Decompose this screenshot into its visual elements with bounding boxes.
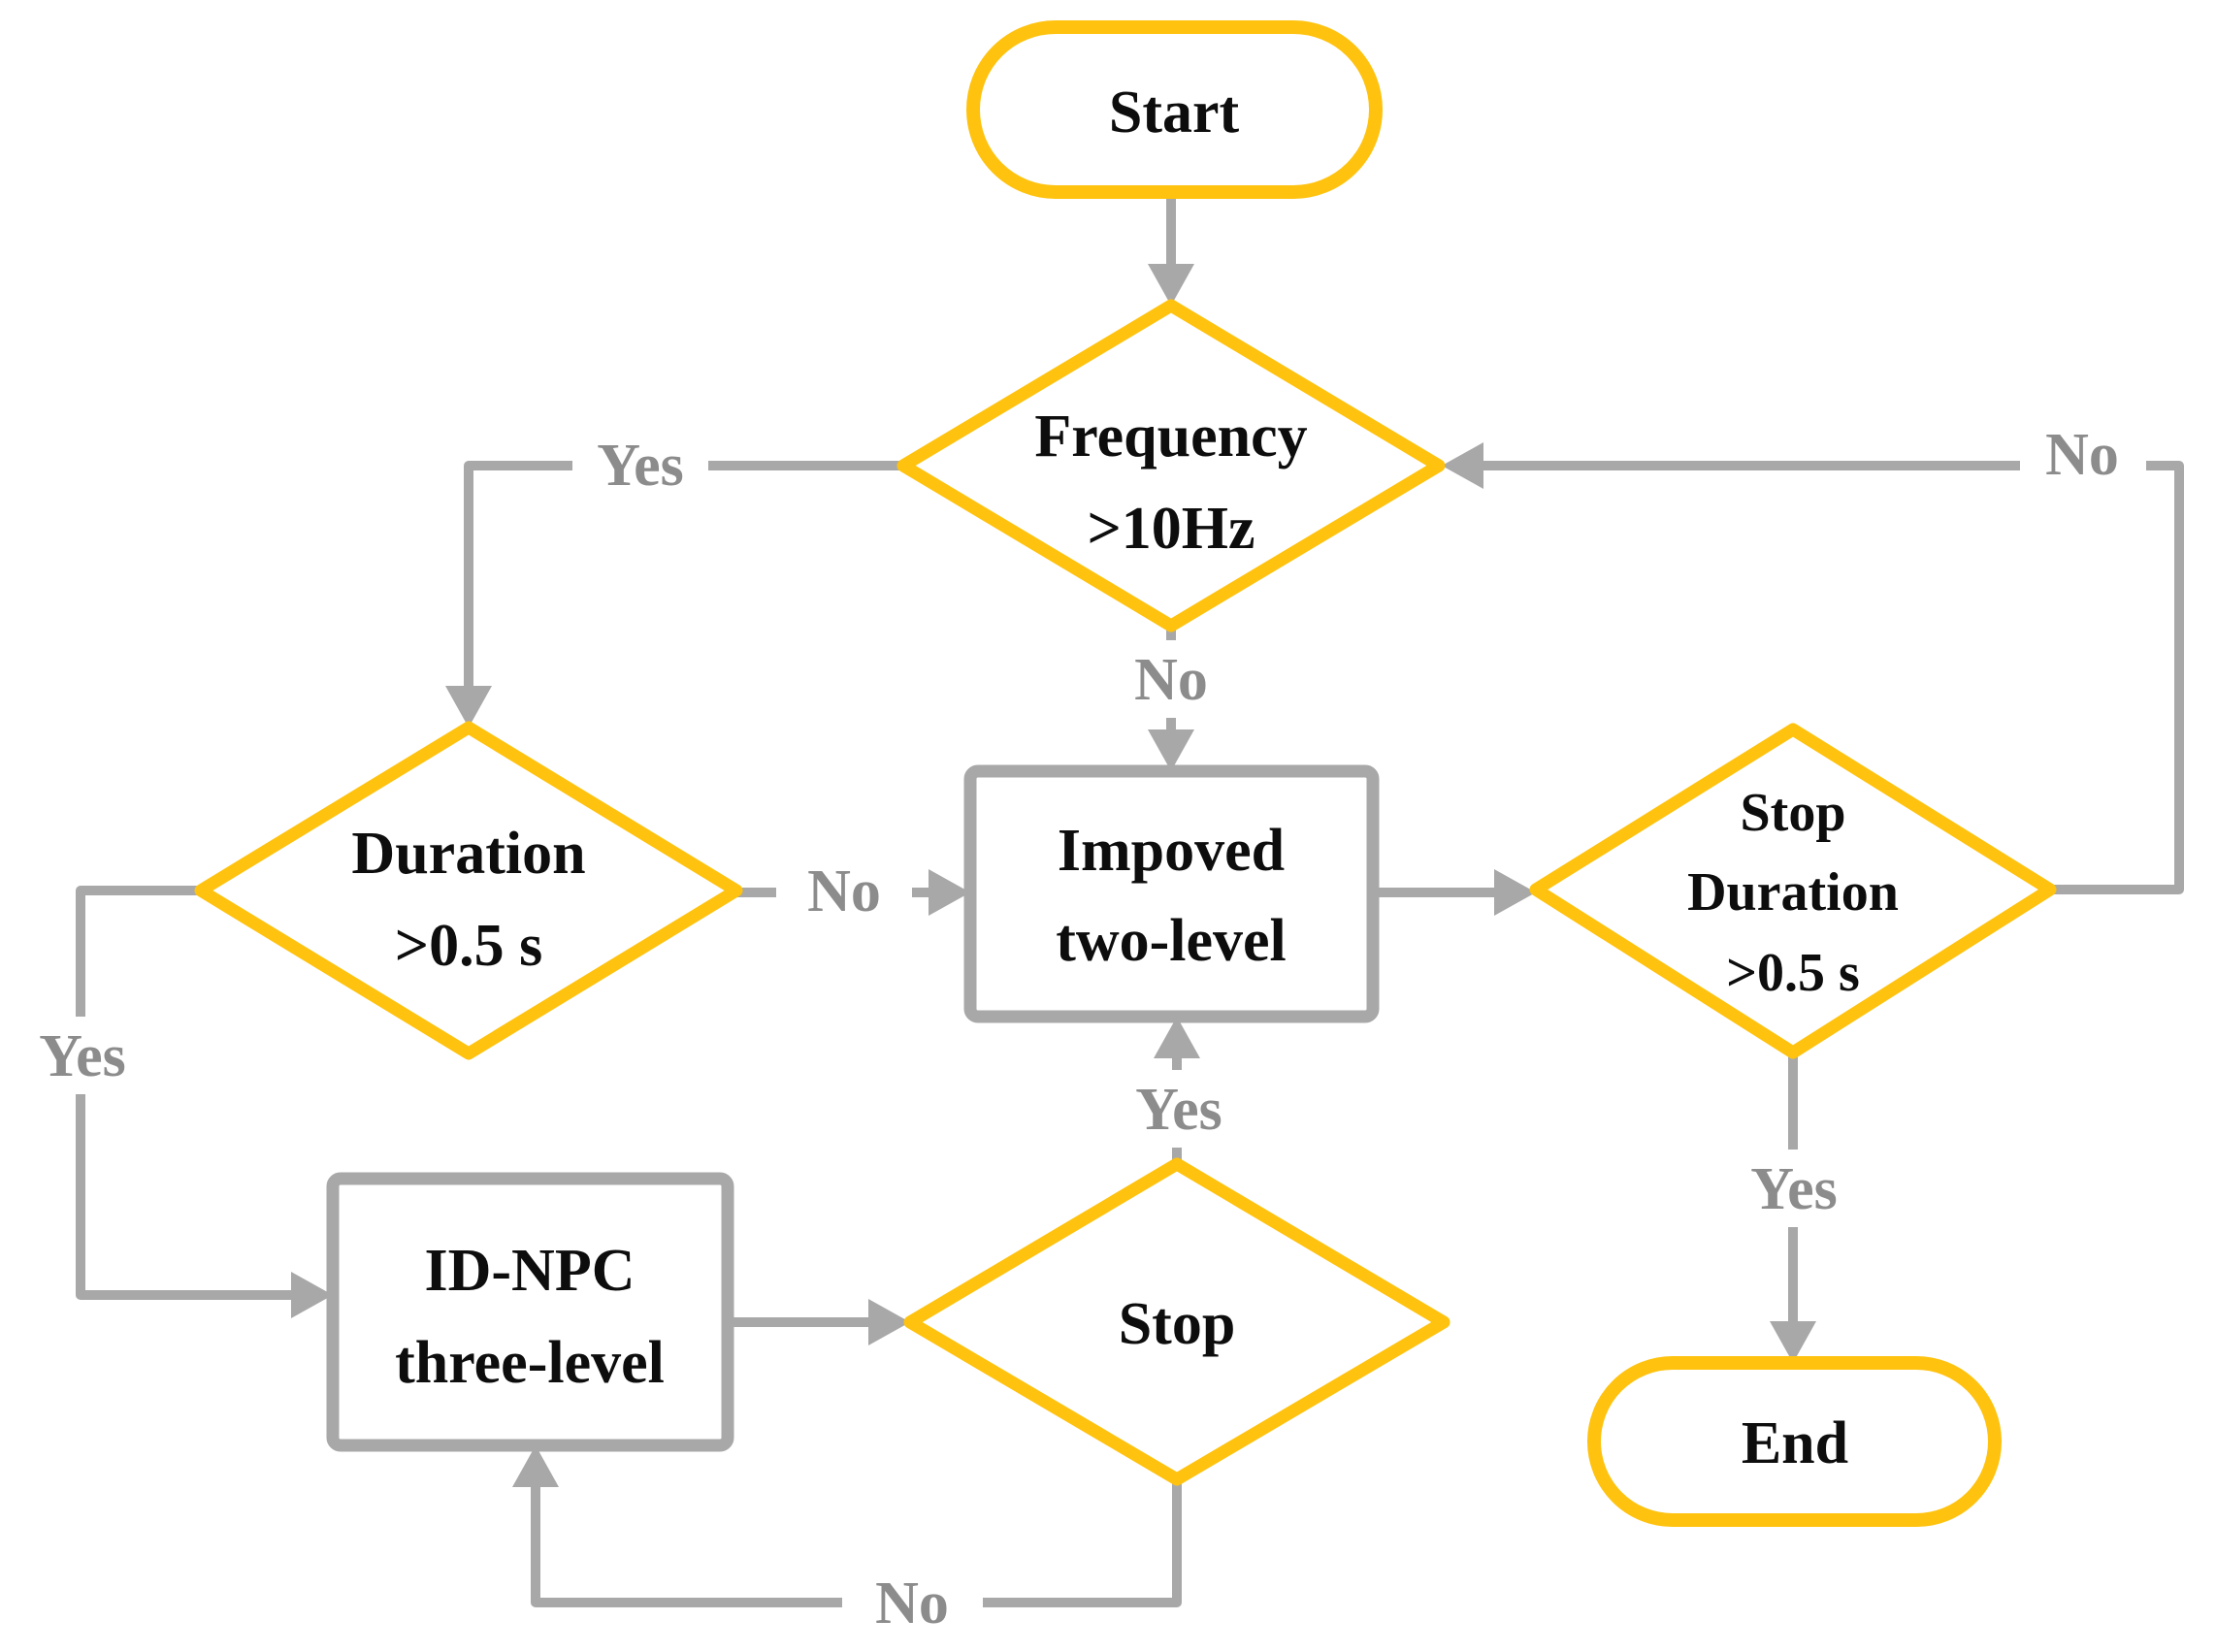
- node-start-label: Start: [1109, 80, 1240, 146]
- node-stop-duration-line2: Duration: [1687, 862, 1899, 923]
- label-background: [842, 1564, 983, 1641]
- edge-label-stopduration-no: No: [2045, 422, 2119, 488]
- label-background: [10, 1017, 155, 1094]
- edge-label-duration-no: No: [807, 858, 881, 924]
- node-stop: Stop: [903, 1157, 1450, 1486]
- edge-label-stopduration-yes: Yes: [1750, 1156, 1838, 1222]
- arrow-right-icon: [929, 869, 970, 916]
- edge-label-stop-yes: Yes: [1135, 1077, 1222, 1143]
- node-duration-line1: Duration: [351, 821, 585, 887]
- label-background: [572, 429, 708, 502]
- label-background: [776, 852, 912, 929]
- arrow-down-icon: [1770, 1321, 1816, 1363]
- node-frequency: Frequency >10Hz: [896, 299, 1446, 632]
- edge-stopduration-no-return-to-frequency: [1479, 461, 2184, 894]
- node-improved-line2: two-level: [1056, 908, 1287, 974]
- node-idnpc-line2: three-level: [395, 1330, 665, 1396]
- arrow-up-icon: [1154, 1017, 1200, 1058]
- arrow-up-icon: [512, 1445, 559, 1487]
- edge-label-stop-no: No: [875, 1571, 949, 1636]
- node-duration: Duration >0.5 s: [194, 721, 743, 1060]
- node-stop-duration-line1: Stop: [1741, 783, 1846, 843]
- arrow-down-icon: [1148, 729, 1194, 771]
- arrow-right-icon: [291, 1272, 333, 1318]
- label-background: [1101, 640, 1242, 718]
- decision-shape: [896, 299, 1446, 632]
- edge-label-frequency-yes: Yes: [597, 433, 684, 499]
- node-stop-duration-line3: >0.5 s: [1726, 943, 1860, 1003]
- arrow-left-icon: [1442, 442, 1483, 489]
- process-shape: [963, 764, 1380, 1023]
- arrow-right-icon: [868, 1299, 910, 1345]
- decision-shape: [903, 1157, 1450, 1486]
- terminator-shape: [1587, 1356, 2002, 1527]
- arrow-down-icon: [445, 686, 492, 728]
- node-improved-two-level: Impoved two-level: [963, 764, 1380, 1023]
- nodes: Start Frequency >10Hz Duration >0.5 s Im…: [194, 20, 2057, 1527]
- label-background: [2020, 415, 2146, 493]
- node-duration-line2: >0.5 s: [395, 913, 542, 979]
- label-background: [1719, 1150, 1870, 1227]
- terminator-shape: [966, 20, 1383, 199]
- node-improved-line1: Impoved: [1058, 818, 1285, 884]
- node-id-npc-three-level: ID-NPC three-level: [326, 1172, 734, 1452]
- node-end: End: [1587, 1356, 2002, 1527]
- decision-shape: [1529, 723, 2057, 1059]
- edge-label-frequency-no: No: [1134, 647, 1208, 713]
- arrow-right-icon: [1494, 869, 1536, 916]
- edge-label-duration-yes: Yes: [39, 1023, 126, 1089]
- connectors: [76, 192, 2184, 1607]
- node-start: Start: [966, 20, 1383, 199]
- process-shape: [326, 1172, 734, 1452]
- edge-frequency-yes-to-duration: [464, 461, 903, 691]
- node-idnpc-line1: ID-NPC: [425, 1238, 635, 1304]
- node-end-label: End: [1742, 1410, 1848, 1476]
- edge-labels: Yes No No Yes No Yes Yes No: [10, 415, 2146, 1641]
- decision-shape: [194, 721, 743, 1060]
- node-stop-duration: Stop Duration >0.5 s: [1529, 723, 2057, 1059]
- node-frequency-line1: Frequency: [1034, 404, 1307, 470]
- node-frequency-line2: >10Hz: [1087, 496, 1255, 562]
- label-background: [1104, 1070, 1255, 1148]
- node-stop-label: Stop: [1119, 1291, 1236, 1357]
- arrow-down-icon: [1148, 264, 1194, 306]
